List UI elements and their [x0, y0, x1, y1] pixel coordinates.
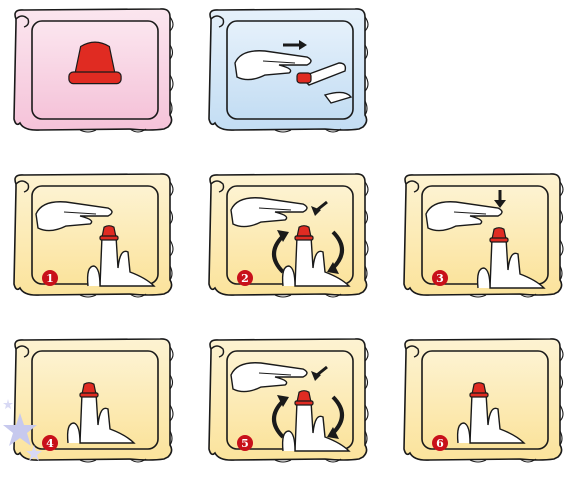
fingers-icon	[476, 227, 546, 289]
hand-icon	[230, 197, 308, 228]
fingers-icon	[86, 225, 156, 287]
thimble-icon	[489, 227, 509, 243]
arrow-right-icon	[283, 40, 307, 50]
step-badge: 5	[237, 435, 253, 451]
scroll-step-5: 5	[208, 338, 369, 463]
svg-text:4: 4	[46, 437, 54, 450]
star-icon	[3, 399, 13, 409]
panel-step-3: 3	[400, 170, 570, 300]
panel-step-6: 6	[400, 335, 570, 465]
scroll-step-6: 6	[403, 338, 564, 463]
panel-thimble	[10, 5, 180, 135]
star-icon	[3, 413, 37, 446]
star-icons	[3, 399, 42, 461]
rotate-arrows-icon	[272, 230, 344, 274]
finger-with-thimble-icon	[296, 62, 353, 104]
thimble-icon	[469, 382, 489, 398]
hand-icon	[234, 50, 312, 81]
arrow-down-left-icon	[311, 365, 328, 381]
svg-text:1: 1	[46, 272, 54, 285]
scroll-hands-intro	[208, 8, 369, 133]
panel-step-2: 2	[205, 170, 375, 300]
fingers-icon	[281, 390, 351, 452]
star-icon	[26, 445, 42, 461]
fingers-icon	[456, 382, 526, 444]
rotate-arrows-icon	[272, 395, 344, 439]
arrow-down-icon	[494, 190, 506, 208]
fingers-icon	[281, 225, 351, 287]
step-badge: 3	[432, 270, 448, 286]
hand-icon	[35, 201, 113, 232]
svg-text:3: 3	[436, 272, 444, 285]
step-badge: 1	[42, 270, 58, 286]
svg-text:2: 2	[241, 272, 249, 285]
svg-text:6: 6	[436, 437, 444, 450]
panel-step-4: 4	[10, 335, 180, 465]
arrow-down-left-icon	[311, 200, 328, 216]
scroll-step-2: 2	[208, 173, 369, 298]
scroll-step-1: 1	[13, 173, 174, 298]
step-badge: 2	[237, 270, 253, 286]
panel-step-1: 1	[10, 170, 180, 300]
hand-icon	[425, 201, 503, 232]
hand-icon	[230, 362, 308, 393]
thimble-icon	[79, 382, 99, 398]
step-badge: 4	[42, 435, 58, 451]
fingers-icon	[66, 382, 136, 444]
scroll-step-4: 4	[13, 338, 174, 463]
thimble-icon	[68, 41, 122, 85]
thimble-icon	[294, 225, 314, 241]
scroll-step-3: 3	[403, 173, 564, 298]
panel-step-5: 5	[205, 335, 375, 465]
step-badge: 6	[432, 435, 448, 451]
thimble-icon	[294, 390, 314, 406]
svg-text:5: 5	[241, 437, 249, 450]
panel-hands-intro	[205, 5, 375, 135]
thimble-icon	[99, 225, 119, 241]
scroll-thimble	[13, 8, 174, 133]
